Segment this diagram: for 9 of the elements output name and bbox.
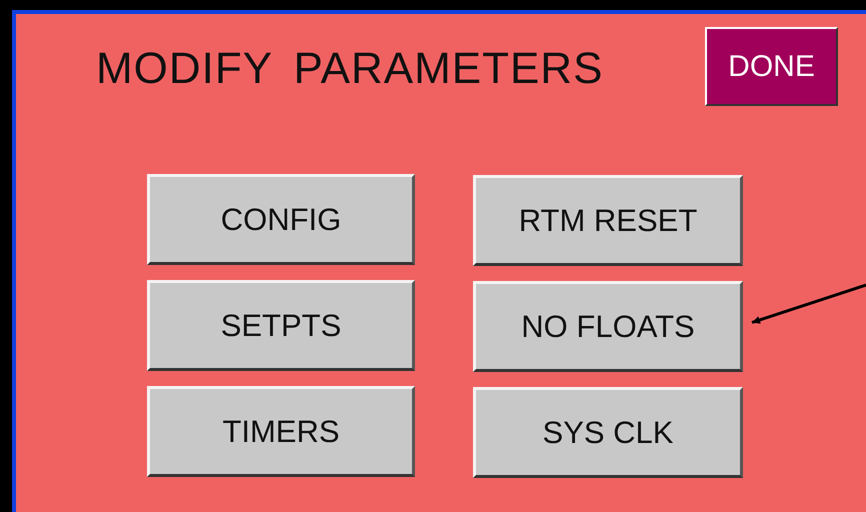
arrow xyxy=(752,284,866,324)
screen-title: MODIFY PARAMETERS xyxy=(96,44,604,94)
menu-button: SYS CLK xyxy=(473,387,743,478)
menu-button: RTM RESET xyxy=(473,175,743,266)
menu-button: SETPTS xyxy=(147,280,415,371)
menu-button: CONFIG xyxy=(147,174,415,265)
done-button: DONE xyxy=(705,27,838,106)
menu-button: NO FLOATS xyxy=(473,281,743,372)
menu-button: TIMERS xyxy=(147,386,415,477)
